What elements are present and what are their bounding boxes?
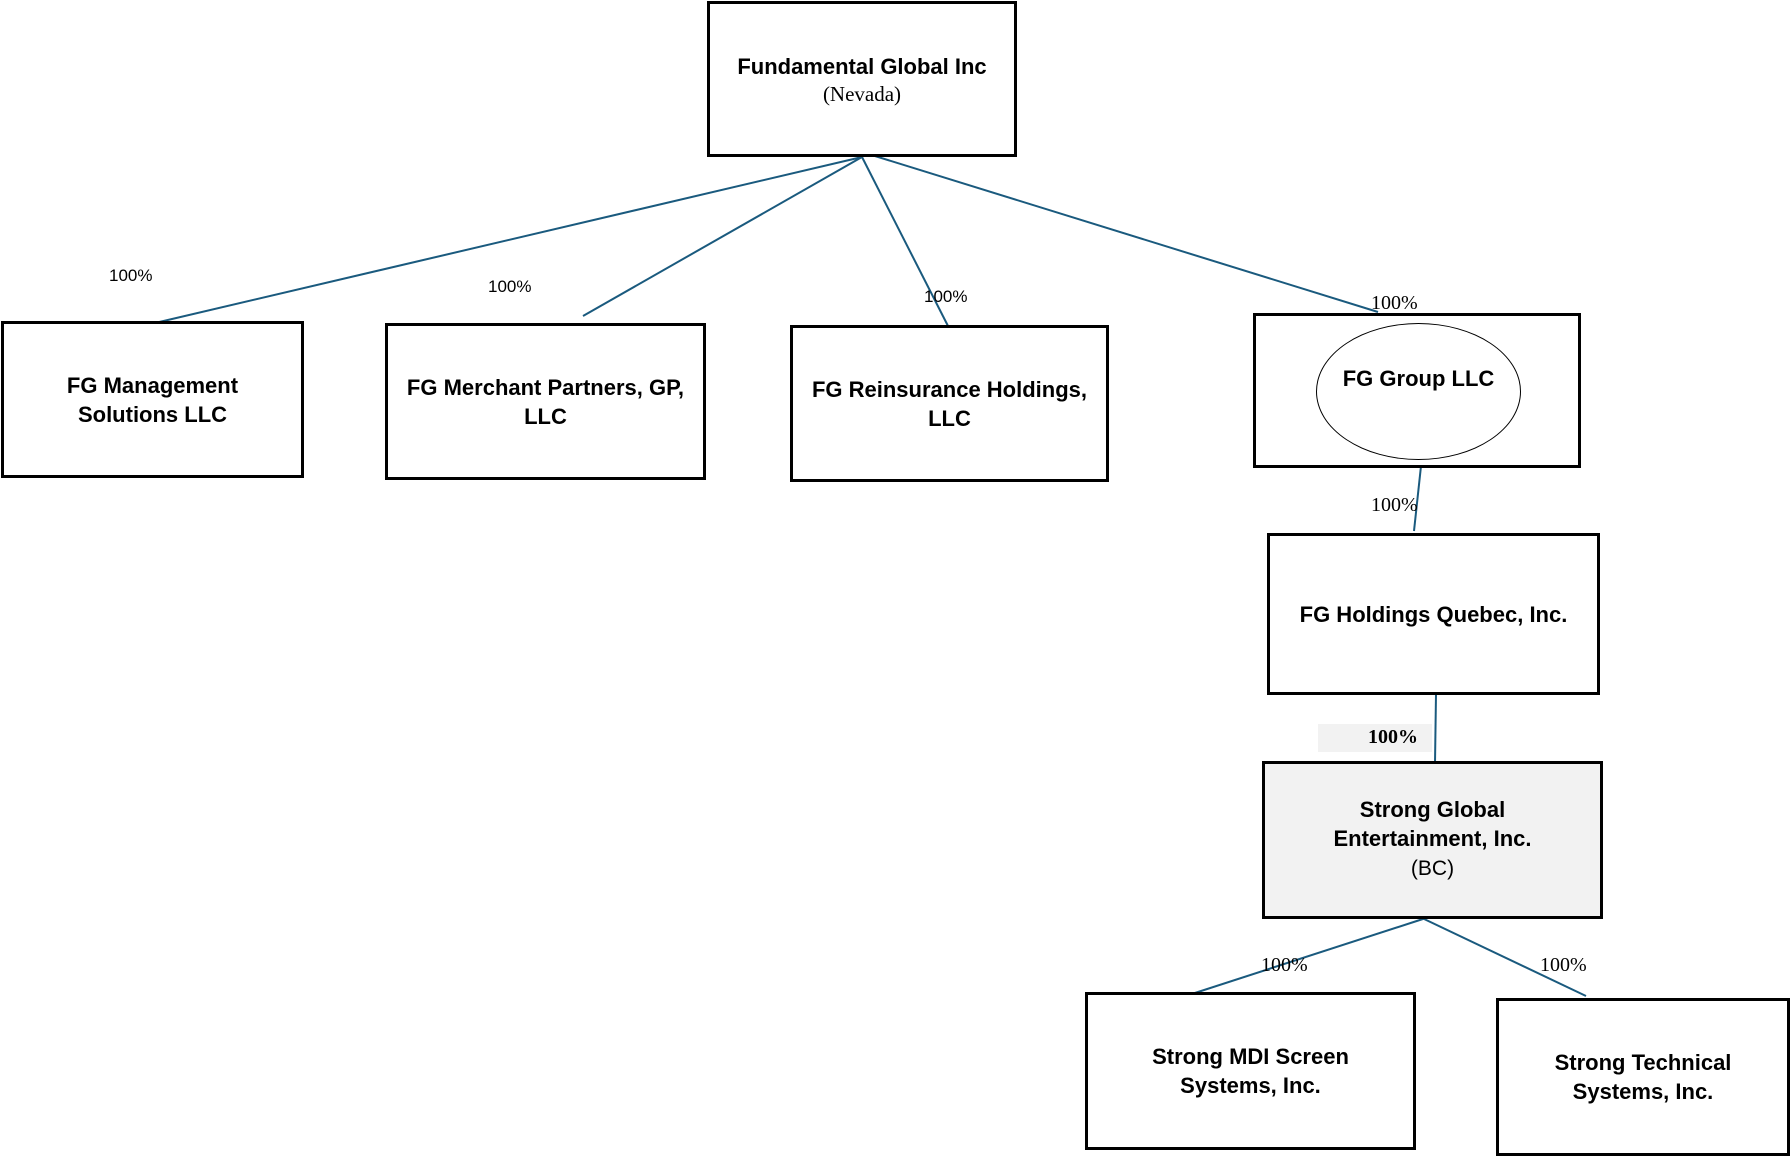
connector-parent-fg-reinsurance (861, 156, 949, 327)
ownership-label-fg-group: 100% (1371, 292, 1418, 314)
connector-strong-global-strong-mdi (1163, 917, 1427, 1004)
node-name: Fundamental Global Inc (737, 53, 987, 79)
node-fg-holdings-quebec: FG Holdings Quebec, Inc. (1267, 533, 1600, 695)
node-name: FG Holdings Quebec, Inc. (1299, 601, 1568, 627)
node-name: FG Management Solutions LLC (66, 372, 239, 427)
ownership-label-fg-holdings-quebec: 100% (1371, 494, 1418, 516)
connector-fg-holdings-quebec-strong-global (1434, 693, 1437, 764)
node-fg-group: FG Group LLC (1316, 323, 1521, 460)
connector-parent-fg-group (861, 151, 1379, 313)
node-jurisdiction: (BC) (1410, 857, 1455, 880)
node-name: FG Merchant Partners, GP, LLC (406, 374, 685, 429)
ownership-label-strong-technical: 100% (1540, 954, 1587, 976)
node-strong-global-entertainment: Strong Global Entertainment, Inc. (BC) (1262, 761, 1603, 919)
connector-parent-fg-management (154, 156, 863, 324)
node-strong-mdi-screen-systems: Strong MDI Screen Systems, Inc. (1085, 992, 1416, 1150)
node-fundamental-global: Fundamental Global Inc (Nevada) (707, 1, 1017, 157)
node-strong-technical-systems: Strong Technical Systems, Inc. (1496, 998, 1790, 1156)
node-fg-management-solutions: FG Management Solutions LLC (1, 321, 304, 478)
ownership-label-background (1318, 724, 1432, 752)
node-name: FG Reinsurance Holdings, LLC (811, 376, 1088, 431)
node-fg-merchant-partners: FG Merchant Partners, GP, LLC (385, 323, 706, 480)
connector-parent-fg-merchant (582, 156, 863, 317)
ownership-label-fg-merchant: 100% (488, 277, 532, 296)
connector-fg-group-fg-holdings-quebec (1413, 465, 1422, 532)
ownership-label-fg-reinsurance: 100% (924, 287, 968, 306)
ownership-label-fg-management: 100% (109, 266, 153, 285)
node-name: FG Group LLC (1342, 366, 1495, 391)
node-name: Strong MDI Screen Systems, Inc. (1152, 1044, 1349, 1098)
connector-strong-global-strong-technical (1421, 917, 1587, 997)
node-fg-reinsurance-holdings: FG Reinsurance Holdings, LLC (790, 325, 1109, 482)
node-name: Strong Technical Systems, Inc. (1554, 1050, 1732, 1104)
node-jurisdiction: (Nevada) (822, 81, 902, 106)
ownership-label-strong-global: 100% (1368, 726, 1418, 748)
node-name: Strong Global Entertainment, Inc. (1333, 797, 1532, 851)
ownership-label-strong-mdi: 100% (1261, 954, 1308, 976)
